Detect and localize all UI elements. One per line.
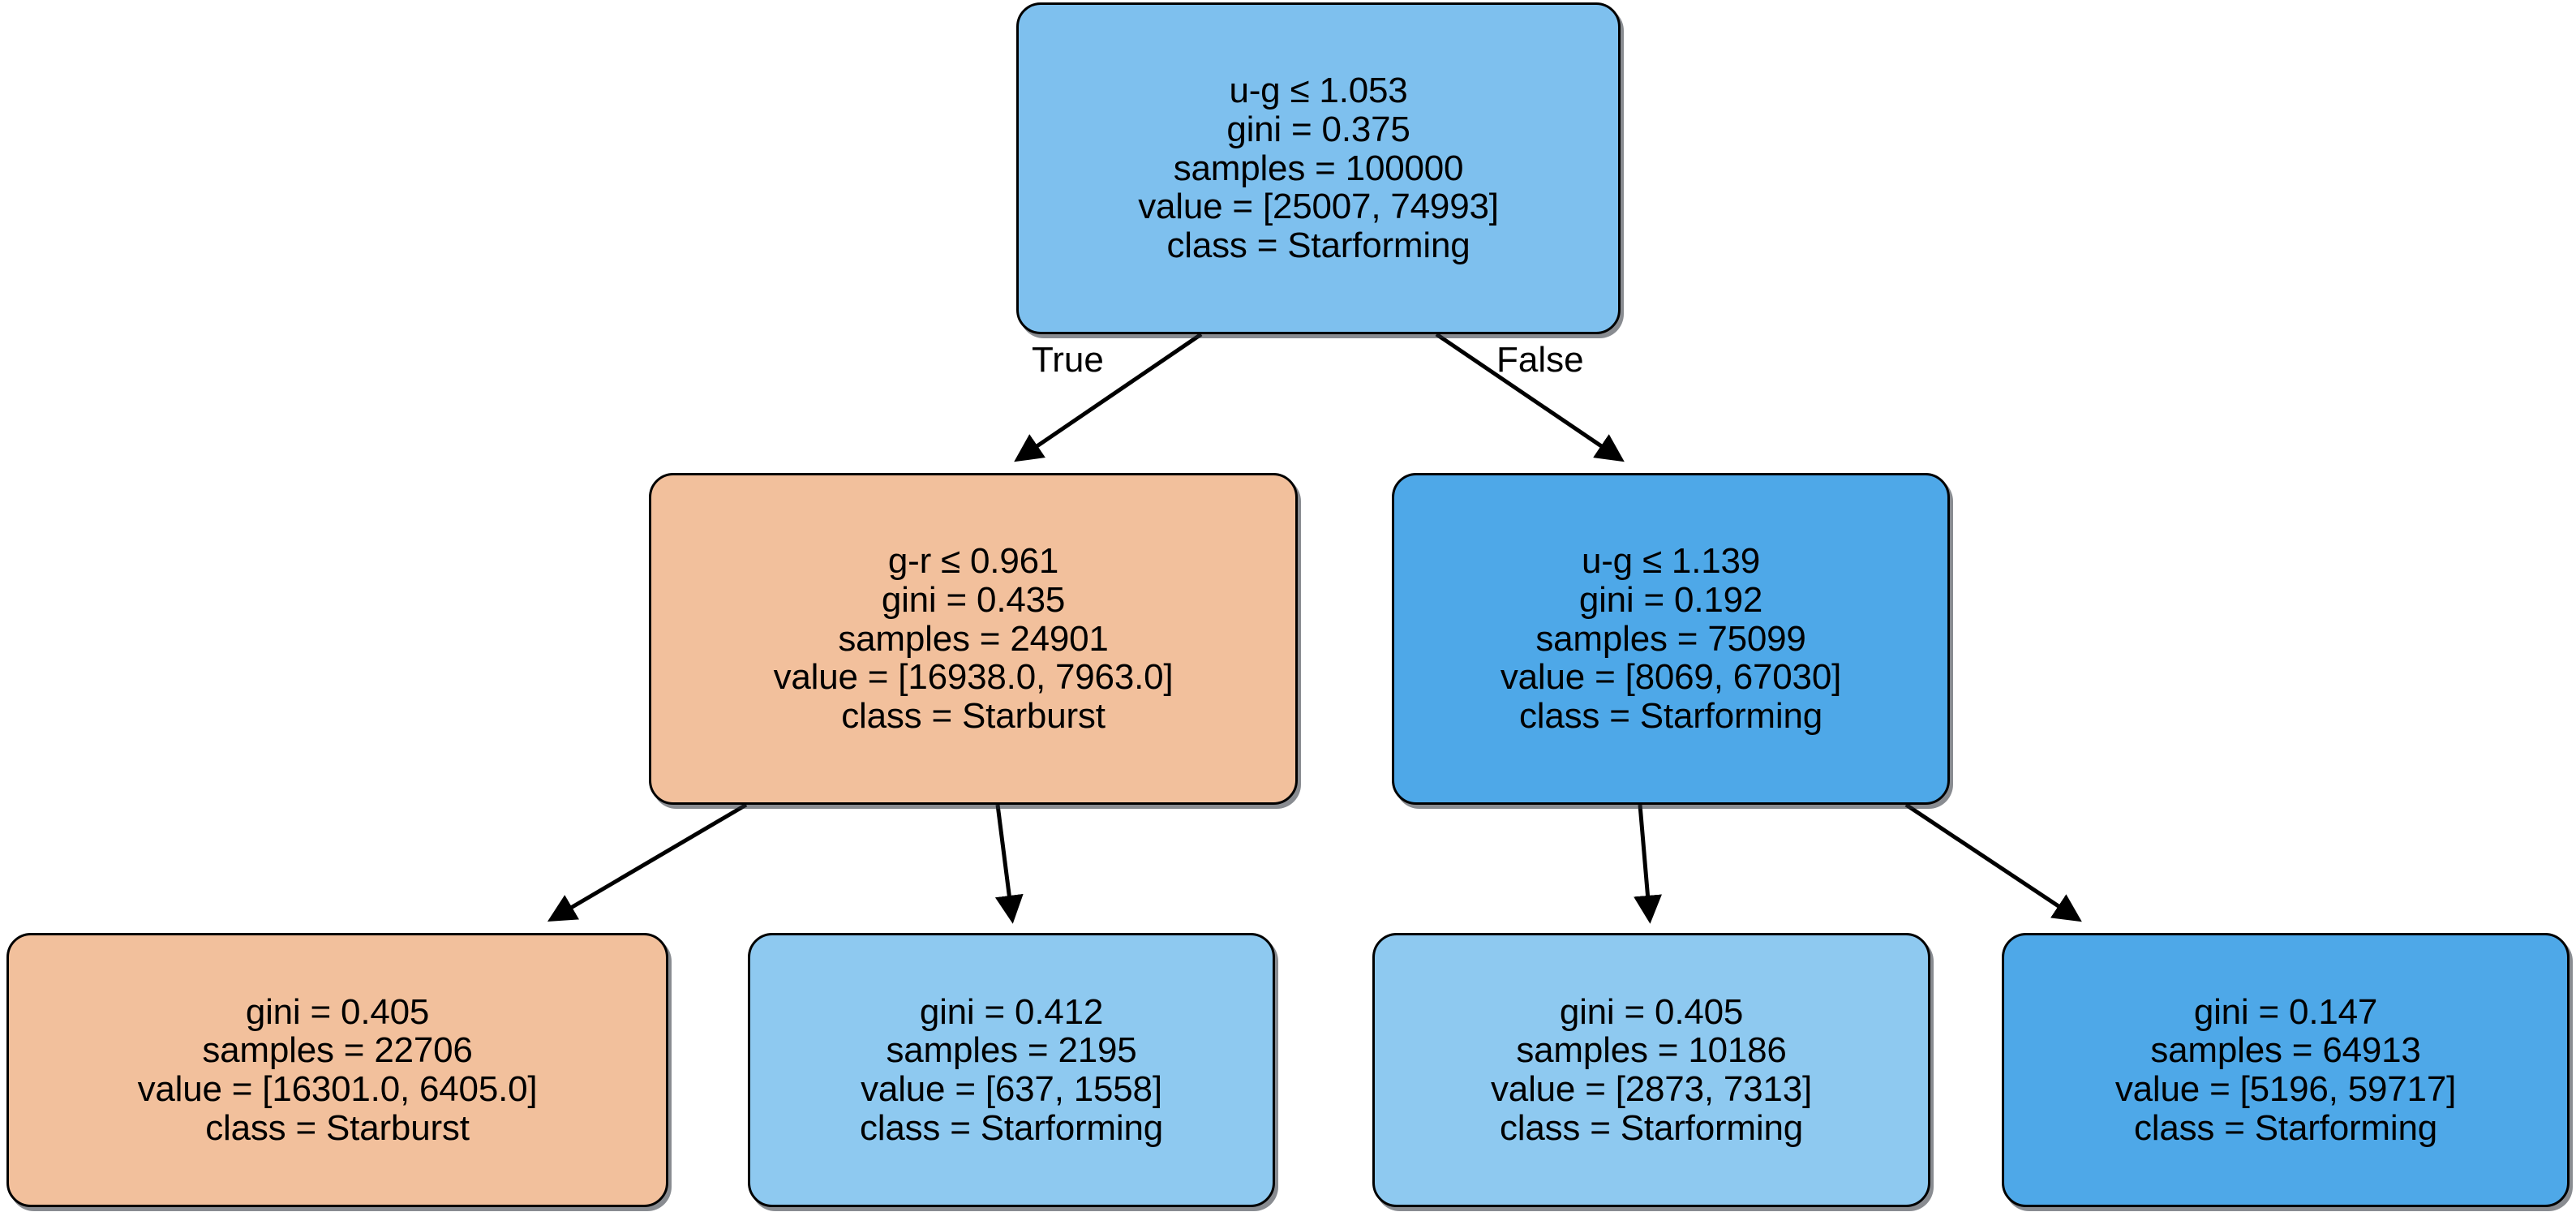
tree-node-leaf-2[interactable]: gini = 0.412 samples = 2195 value = [637… bbox=[748, 933, 1275, 1207]
node-leaf-4-samples: samples = 64913 bbox=[2150, 1030, 2421, 1071]
node-root-samples: samples = 100000 bbox=[1173, 148, 1464, 188]
node-leaf-1-gini: gini = 0.405 bbox=[245, 991, 430, 1032]
edge-label-true: True bbox=[1032, 340, 1104, 380]
edge-right-to-leaf-3 bbox=[1634, 804, 1662, 924]
node-left-samples: samples = 24901 bbox=[838, 618, 1109, 659]
node-root-gini: gini = 0.375 bbox=[1226, 109, 1410, 149]
node-left-value: value = [16938.0, 7963.0] bbox=[773, 657, 1174, 698]
node-leaf-2-class: class = Starforming bbox=[859, 1107, 1163, 1148]
node-leaf-2-value: value = [637, 1558] bbox=[861, 1069, 1162, 1109]
tree-node-root[interactable]: u-g ≤ 1.053 gini = 0.375 samples = 10000… bbox=[1016, 2, 1621, 334]
node-root-value: value = [25007, 74993] bbox=[1138, 187, 1499, 227]
node-root-class: class = Starforming bbox=[1166, 226, 1470, 266]
edge-right-to-leaf-4 bbox=[1904, 802, 2082, 922]
node-leaf-3-samples: samples = 10186 bbox=[1516, 1030, 1787, 1071]
tree-node-leaf-4[interactable]: gini = 0.147 samples = 64913 value = [51… bbox=[2002, 933, 2570, 1207]
node-left-class: class = Starburst bbox=[841, 696, 1106, 737]
node-leaf-2-gini: gini = 0.412 bbox=[919, 991, 1104, 1032]
edge-left-to-leaf-1 bbox=[547, 802, 748, 922]
tree-node-left[interactable]: g-r ≤ 0.961 gini = 0.435 samples = 24901… bbox=[649, 473, 1298, 805]
node-leaf-1-class: class = Starburst bbox=[205, 1107, 470, 1148]
node-leaf-2-samples: samples = 2195 bbox=[886, 1030, 1137, 1071]
node-root-condition: u-g ≤ 1.053 bbox=[1229, 71, 1408, 111]
node-right-gini: gini = 0.192 bbox=[1578, 579, 1763, 620]
node-leaf-1-samples: samples = 22706 bbox=[202, 1030, 473, 1071]
node-leaf-3-gini: gini = 0.405 bbox=[1559, 991, 1744, 1032]
node-right-value: value = [8069, 67030] bbox=[1500, 657, 1842, 698]
edge-label-false: False bbox=[1496, 340, 1584, 380]
tree-node-leaf-1[interactable]: gini = 0.405 samples = 22706 value = [16… bbox=[6, 933, 668, 1207]
node-leaf-4-value: value = [5196, 59717] bbox=[2114, 1069, 2457, 1109]
node-leaf-3-class: class = Starforming bbox=[1499, 1107, 1803, 1148]
node-left-condition: g-r ≤ 0.961 bbox=[887, 541, 1059, 582]
node-right-condition: u-g ≤ 1.139 bbox=[1581, 541, 1761, 582]
node-left-gini: gini = 0.435 bbox=[881, 579, 1066, 620]
node-right-samples: samples = 75099 bbox=[1535, 618, 1806, 659]
node-leaf-4-class: class = Starforming bbox=[2133, 1107, 2437, 1148]
node-right-class: class = Starforming bbox=[1518, 696, 1823, 737]
edge-left-to-leaf-2 bbox=[994, 804, 1024, 924]
node-leaf-1-value: value = [16301.0, 6405.0] bbox=[137, 1069, 538, 1109]
tree-node-leaf-3[interactable]: gini = 0.405 samples = 10186 value = [28… bbox=[1372, 933, 1930, 1207]
node-leaf-4-gini: gini = 0.147 bbox=[2193, 991, 2378, 1032]
tree-node-right[interactable]: u-g ≤ 1.139 gini = 0.192 samples = 75099… bbox=[1392, 473, 1950, 805]
node-leaf-3-value: value = [2873, 7313] bbox=[1491, 1069, 1812, 1109]
